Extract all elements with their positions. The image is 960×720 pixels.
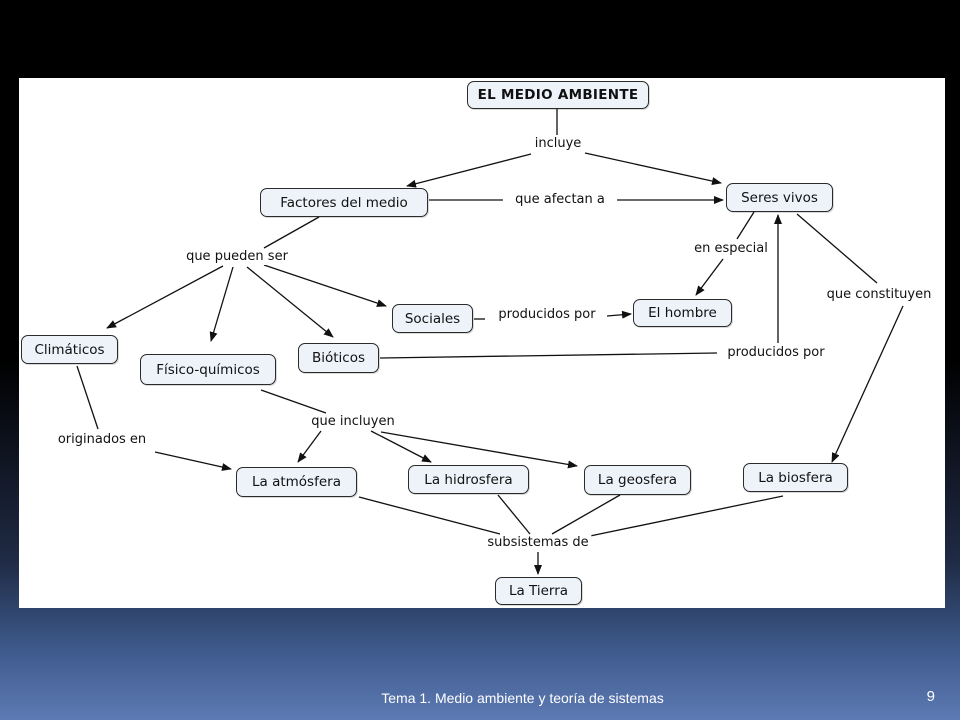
- node-seres-vivos: Seres vivos: [726, 183, 833, 212]
- connector-originados-atmosfera: [154, 451, 232, 471]
- node-la-tierra: La Tierra: [495, 577, 582, 605]
- node-factores-del-medio: Factores del medio: [260, 188, 428, 217]
- connector-incluyen-geosfera: [380, 431, 578, 469]
- connector-incluye-factores: [406, 153, 532, 188]
- connector-incluyen-hidrosfera: [370, 430, 432, 463]
- connector-factores-pueden: [263, 216, 320, 249]
- connector-producidos-hombre: [606, 310, 632, 319]
- slide-page-number: 9: [926, 688, 935, 705]
- node-la-biosfera: La biosfera: [743, 463, 848, 492]
- node-la-atmosfera: La atmósfera: [236, 467, 357, 497]
- link-que-pueden-ser: que pueden ser: [183, 249, 291, 265]
- node-bioticos: Bióticos: [298, 343, 379, 373]
- connector-hidrosfera-subsistemas: [497, 494, 531, 535]
- node-el-hombre: El hombre: [633, 299, 732, 327]
- link-que-constituyen: que constituyen: [823, 287, 935, 303]
- connector-incluyen-atmosfera: [297, 430, 322, 463]
- node-la-geosfera: La geosfera: [584, 465, 691, 495]
- connector-biosfera-subsistemas: [589, 495, 784, 537]
- link-que-afectan-a: que afectan a: [512, 192, 608, 208]
- connector-pueden-fisico: [209, 266, 234, 342]
- connector-pueden-climaticos: [106, 265, 224, 329]
- connector-geosfera-subsistemas: [551, 494, 621, 535]
- link-incluye: incluye: [531, 136, 585, 152]
- node-climaticos: Climáticos: [21, 335, 118, 364]
- link-producidos-por-sociales: producidos por: [495, 307, 599, 323]
- node-fisico-quimicos: Físico-químicos: [140, 354, 276, 385]
- node-medio-ambiente: EL MEDIO AMBIENTE: [467, 81, 649, 109]
- connector-climaticos-originados: [76, 365, 99, 430]
- connector-seres-especial: [736, 211, 755, 240]
- connector-lines: [76, 109, 904, 575]
- connector-pueden-sociales: [263, 264, 387, 307]
- link-que-incluyen: que incluyen: [308, 414, 398, 430]
- slide-footer-title: Tema 1. Medio ambiente y teoría de siste…: [381, 690, 664, 706]
- connector-incluye-seres: [584, 152, 722, 185]
- connector-seres-constituyen: [796, 213, 878, 284]
- link-originados-en: originados en: [54, 432, 150, 448]
- link-en-especial: en especial: [691, 241, 771, 257]
- connector-pueden-bioticos: [246, 266, 334, 338]
- node-la-hidrosfera: La hidrosfera: [408, 465, 529, 494]
- connector-especial-hombre: [695, 258, 724, 296]
- node-sociales: Sociales: [392, 304, 473, 333]
- connector-fisico-incluyen: [260, 389, 327, 414]
- connector-bioticos-producidos: [379, 352, 718, 359]
- connector-constituyen-biosfera: [831, 305, 904, 463]
- concept-map: EL MEDIO AMBIENTE Factores del medio Ser…: [19, 78, 945, 608]
- link-subsistemas-de: subsistemas de: [484, 535, 592, 551]
- connector-atmosfera-subsistemas: [358, 496, 501, 535]
- link-producidos-por-bioticos: producidos por: [724, 345, 828, 361]
